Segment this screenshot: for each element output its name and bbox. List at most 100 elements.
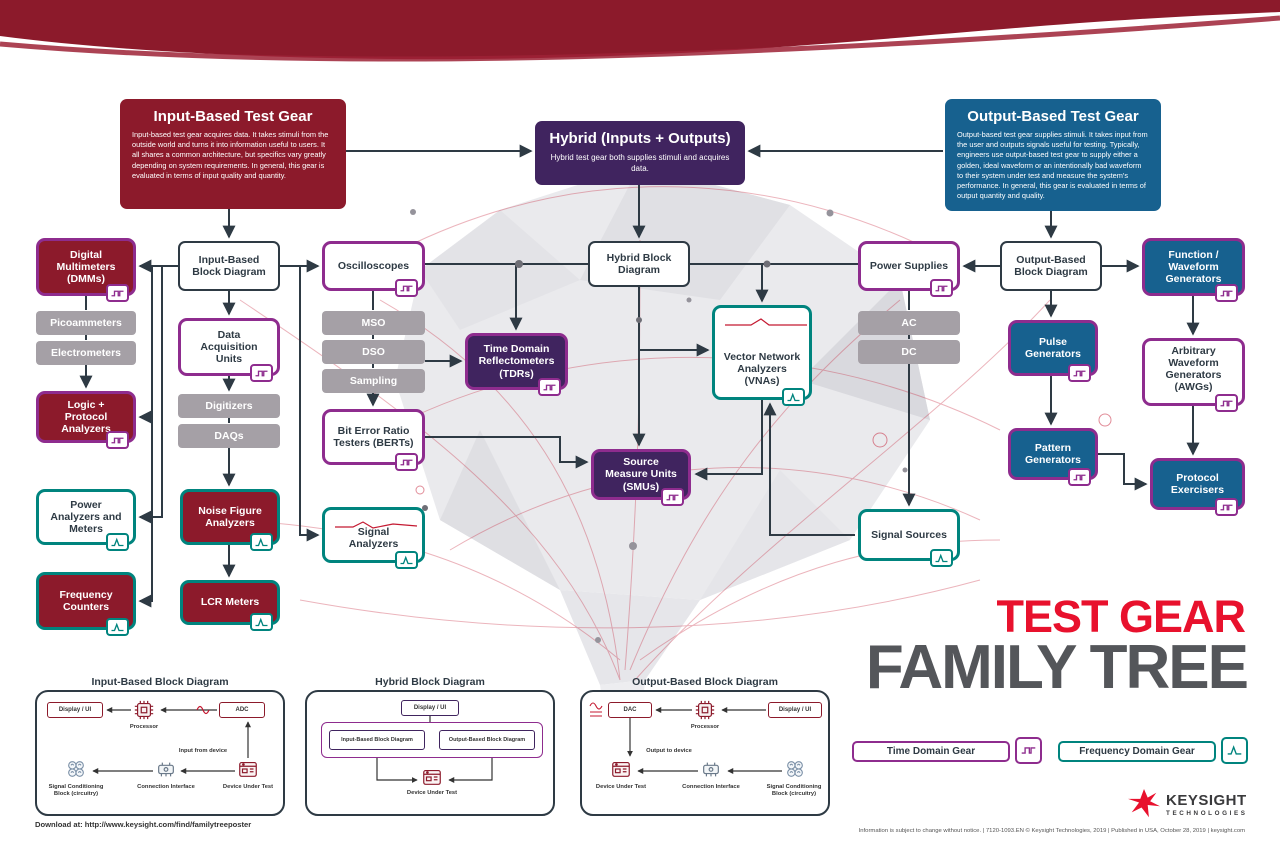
hybrid-header-title: Hybrid (Inputs + Outputs) bbox=[549, 130, 731, 147]
node-vnas: Vector Network Analyzers (VNAs) bbox=[712, 305, 812, 406]
node-label: Oscilloscopes bbox=[337, 259, 410, 272]
connection-interface-label: Connection Interface bbox=[137, 784, 195, 790]
node-electrometers: Electrometers bbox=[36, 341, 136, 365]
node-label: Data Acquisition Units bbox=[200, 328, 258, 366]
node-frequency-counters: Frequency Counters bbox=[36, 572, 136, 636]
node-label: Output-Based Block Diagram bbox=[1014, 253, 1088, 278]
processor-label: Processor bbox=[690, 724, 720, 730]
connection-interface-label: Connection Interface bbox=[682, 784, 740, 790]
processor-icon bbox=[694, 699, 716, 721]
processor-icon bbox=[133, 699, 155, 721]
adc-box: ADC bbox=[219, 702, 265, 718]
legend-label: Frequency Domain Gear bbox=[1079, 746, 1195, 757]
time-domain-icon bbox=[250, 364, 273, 382]
legend-label: Time Domain Gear bbox=[886, 746, 976, 757]
connection-interface-icon bbox=[155, 758, 177, 780]
signal-conditioning-label: Signal Conditioning Block (circuitry) bbox=[766, 784, 822, 798]
output-to-device-label: Output to device bbox=[646, 748, 692, 754]
frequency-domain-icon bbox=[930, 549, 953, 567]
node-signal-analyzers: Signal Analyzers bbox=[322, 507, 425, 569]
node-label: Hybrid Block Diagram bbox=[606, 251, 672, 276]
node-label: Signal Sources bbox=[871, 528, 947, 541]
frequency-domain-icon bbox=[106, 533, 129, 551]
node-daqs: DAQs bbox=[178, 424, 280, 448]
node-label: Power Supplies bbox=[869, 259, 949, 272]
node-label: Sampling bbox=[349, 375, 398, 387]
signal-conditioning-icon bbox=[65, 758, 87, 780]
node-label: MSO bbox=[361, 317, 386, 329]
node-label: Electrometers bbox=[50, 347, 122, 359]
input-based-inner-box: Input-Based Block Diagram bbox=[329, 730, 425, 750]
input-header-title: Input-Based Test Gear bbox=[153, 108, 313, 125]
keysight-spark-icon bbox=[1128, 789, 1160, 818]
signal-conditioning-icon bbox=[784, 758, 806, 780]
time-domain-icon bbox=[395, 453, 418, 471]
time-domain-icon bbox=[930, 279, 953, 297]
node-oscilloscopes: Oscilloscopes bbox=[322, 241, 425, 297]
time-domain-icon bbox=[538, 378, 561, 396]
input-diagram-arrows bbox=[92, 705, 251, 774]
node-logic-protocol-analyzers: Logic + Protocol Analyzers bbox=[36, 391, 136, 449]
node-label: Logic + Protocol Analyzers bbox=[61, 398, 111, 436]
input-diagram-title: Input-Based Block Diagram bbox=[91, 676, 229, 688]
signal-trace-decoration bbox=[725, 318, 807, 326]
display-ui-box: Display / UI bbox=[47, 702, 103, 718]
time-domain-icon bbox=[1068, 364, 1091, 382]
input-from-device-label: Input from device bbox=[178, 748, 228, 754]
time-domain-icon bbox=[1215, 498, 1238, 516]
node-awgs: Arbitrary Waveform Generators (AWGs) bbox=[1142, 338, 1245, 412]
node-label: Noise Figure Analyzers bbox=[198, 504, 262, 529]
display-ui-box: Display / UI bbox=[401, 700, 459, 716]
output-based-inner-box: Output-Based Block Diagram bbox=[439, 730, 535, 750]
node-hybrid-block-diagram: Hybrid Block Diagram bbox=[588, 241, 690, 287]
node-smus: Source Measure Units (SMUs) bbox=[591, 449, 691, 506]
hybrid-header: Hybrid (Inputs + Outputs) Hybrid test ge… bbox=[535, 121, 745, 185]
device-under-test-label: Device Under Test bbox=[222, 784, 274, 790]
output-header-desc: Output-based test gear supplies stimuli.… bbox=[957, 130, 1148, 201]
node-power-analyzers: Power Analyzers and Meters bbox=[36, 489, 136, 551]
input-test-gear-header: Input-Based Test Gear Input-based test g… bbox=[120, 99, 346, 209]
legal-text: Information is subject to change without… bbox=[858, 828, 1245, 834]
dac-box: DAC bbox=[608, 702, 652, 718]
node-label: Vector Network Analyzers (VNAs) bbox=[723, 350, 801, 387]
time-domain-icon bbox=[1215, 284, 1238, 302]
node-label: Time Domain Reflectometers (TDRs) bbox=[478, 343, 555, 380]
node-data-acquisition-units: Data Acquisition Units bbox=[178, 318, 280, 382]
poster-title-test-gear: TEST GEAR bbox=[996, 591, 1246, 642]
poster-title-family-tree: FAMILY TREE bbox=[865, 633, 1249, 702]
node-power-supplies: Power Supplies bbox=[858, 241, 960, 297]
device-under-test-icon bbox=[610, 758, 632, 780]
node-label: Signal Analyzers bbox=[348, 525, 399, 550]
display-ui-box: Display / UI bbox=[768, 702, 822, 718]
node-mso: MSO bbox=[322, 311, 425, 335]
node-digital-multimeters: Digital Multimeters (DMMs) bbox=[36, 238, 136, 302]
node-tdrs: Time Domain Reflectometers (TDRs) bbox=[465, 333, 568, 396]
frequency-domain-icon bbox=[1221, 737, 1248, 764]
node-pattern-generators: Pattern Generators bbox=[1008, 428, 1098, 486]
node-ac: AC bbox=[858, 311, 960, 335]
node-function-waveform-generators: Function / Waveform Generators bbox=[1142, 238, 1245, 302]
time-domain-icon bbox=[106, 431, 129, 449]
node-label: LCR Meters bbox=[200, 596, 260, 609]
node-label: Function / Waveform Generators bbox=[1165, 248, 1222, 286]
node-label: DSO bbox=[362, 346, 385, 358]
device-under-test-label: Device Under Test bbox=[406, 790, 458, 796]
frequency-domain-icon bbox=[250, 613, 273, 631]
time-domain-icon bbox=[395, 279, 418, 297]
legend-frequency-domain: Frequency Domain Gear bbox=[1058, 741, 1216, 762]
node-berts: Bit Error Ratio Testers (BERTs) bbox=[322, 409, 425, 471]
signal-conditioning-label: Signal Conditioning Block (circuitry) bbox=[48, 784, 104, 798]
time-domain-icon bbox=[1015, 737, 1042, 764]
node-label: Digitizers bbox=[205, 400, 253, 412]
node-input-block-diagram: Input-Based Block Diagram bbox=[178, 241, 280, 291]
node-label: Pattern Generators bbox=[1024, 441, 1082, 466]
node-sampling: Sampling bbox=[322, 369, 425, 393]
legend-time-domain: Time Domain Gear bbox=[852, 741, 1010, 762]
download-link[interactable]: Download at: http://www.keysight.com/fin… bbox=[35, 820, 252, 829]
top-banner-swoosh bbox=[0, 0, 1280, 62]
output-header-title: Output-Based Test Gear bbox=[967, 108, 1139, 125]
hybrid-header-desc: Hybrid test gear both supplies stimuli a… bbox=[550, 153, 730, 174]
output-test-gear-header: Output-Based Test Gear Output-based test… bbox=[945, 99, 1161, 211]
time-domain-icon bbox=[1068, 468, 1091, 486]
node-noise-figure-analyzers: Noise Figure Analyzers bbox=[180, 489, 280, 551]
